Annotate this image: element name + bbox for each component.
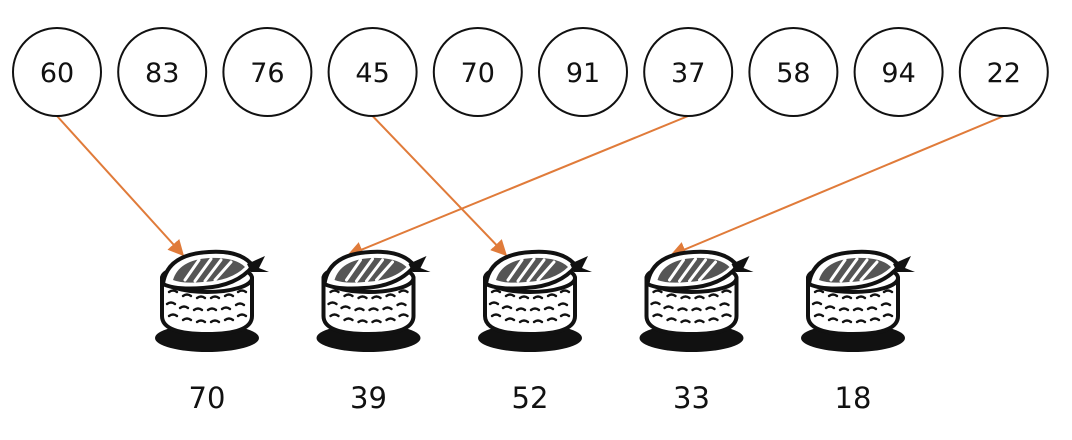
sushi-item: 52 [476,249,594,415]
number-circle [748,27,839,117]
sushi-icon [799,249,917,354]
number-circle [643,27,734,117]
number-node: 22 [958,27,1049,117]
number-node: 70 [432,27,523,117]
number-label: 94 [881,58,915,89]
number-label: 70 [461,58,495,89]
assignment-arrow [347,115,689,257]
number-node: 76 [222,27,313,117]
number-node: 58 [748,27,839,117]
arrows-layer [56,115,1005,257]
number-node: 60 [12,27,102,117]
number-node: 94 [853,27,944,117]
number-node: 91 [538,27,628,117]
number-circle [327,27,418,117]
number-node: 37 [643,27,734,117]
number-circle [853,27,944,117]
sushi-item: 18 [799,249,917,415]
number-node: 45 [327,27,418,117]
sushi-item: 39 [314,249,433,415]
sushi-label: 39 [350,381,387,415]
number-node: 83 [117,27,208,117]
number-circle [117,27,208,117]
number-label: 60 [40,58,74,89]
number-circle [538,27,628,117]
sushi-icon [476,249,594,354]
number-circle [958,27,1049,117]
sushi-item: 70 [153,249,271,415]
number-circle [12,27,102,117]
assignment-arrow [670,115,1005,257]
number-circle [432,27,523,117]
sushi-icon [153,249,271,354]
number-label: 58 [776,58,810,89]
sushi-label: 33 [673,381,710,415]
sushi-label: 70 [189,381,226,415]
sushi-icon [314,249,433,354]
assignment-arrow [56,115,185,257]
number-label: 37 [671,58,705,89]
number-label: 45 [355,58,389,89]
sushi-icon [637,249,756,354]
assignment-arrow [371,115,508,257]
number-label: 83 [145,58,179,89]
number-label: 76 [250,58,284,89]
sushi-label: 52 [512,381,549,415]
sushi-layer: 70 39 52 33 18 [153,249,917,415]
sushi-item: 33 [637,249,756,415]
number-label: 91 [566,58,600,89]
numbers-layer: 60 83 76 45 70 91 37 58 94 22 [12,27,1049,117]
number-label: 22 [987,58,1021,89]
number-circle [222,27,313,117]
sushi-label: 18 [835,381,872,415]
